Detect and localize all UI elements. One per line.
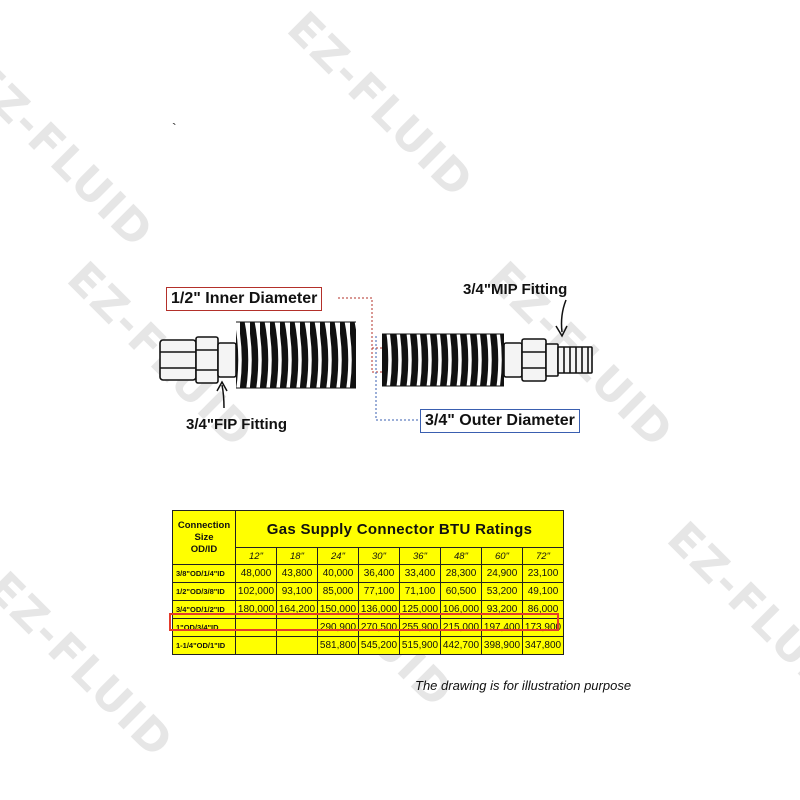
table-cell (235, 636, 277, 655)
table-row: 1-1/4"OD/1"ID 581,800 545,200 515,900 44… (172, 636, 564, 655)
table-cell: 398,900 (481, 636, 523, 655)
table-cell: 197,400 (481, 618, 523, 637)
mip-fitting-label: 3/4"MIP Fitting (463, 281, 568, 298)
table-cell: 347,800 (522, 636, 564, 655)
table-cell: 77,100 (358, 582, 400, 601)
table-cell: 515,900 (399, 636, 441, 655)
table-cell: 28,300 (440, 564, 482, 583)
table-cell: 106,000 (440, 600, 482, 619)
table-row: 3/8"OD/1/4"ID 48,000 43,800 40,000 36,40… (172, 564, 564, 583)
table-cell: 60,500 (440, 582, 482, 601)
inner-diameter-label: 1/2" Inner Diameter (166, 287, 323, 311)
length-header: 60" (481, 547, 523, 565)
table-cell: 255,900 (399, 618, 441, 637)
row-label: 1/2"OD/3/8"ID (172, 582, 236, 601)
mip-arrow (555, 299, 568, 338)
table-cell: 93,200 (481, 600, 523, 619)
connection-size-header: Connection Size OD/ID (172, 510, 236, 565)
table-cell: 40,000 (317, 564, 359, 583)
table-cell (276, 636, 318, 655)
fip-fitting (159, 336, 237, 384)
length-header: 24" (317, 547, 359, 565)
row-label: 3/4"OD/1/2"ID (172, 600, 236, 619)
fip-arrow (216, 380, 228, 409)
hose-diagram (159, 297, 593, 421)
table-cell: 24,900 (481, 564, 523, 583)
table-cell: 150,000 (317, 600, 359, 619)
table-cell: 53,200 (481, 582, 523, 601)
length-header: 48" (440, 547, 482, 565)
btu-rating-table: Connection Size OD/ID Gas Supply Connect… (172, 510, 564, 655)
table-cell: 33,400 (399, 564, 441, 583)
row-label: 1"OD/3/4"ID (172, 618, 236, 637)
table-cell: 125,000 (399, 600, 441, 619)
table-cell: 85,000 (317, 582, 359, 601)
mip-fitting (503, 338, 593, 382)
table-cell: 86,000 (522, 600, 564, 619)
table-cell: 270,500 (358, 618, 400, 637)
table-cell: 102,000 (235, 582, 277, 601)
hose-right-segment (382, 333, 504, 387)
table-cell: 136,000 (358, 600, 400, 619)
table-title: Gas Supply Connector BTU Ratings (235, 510, 564, 548)
table-cell: 173,900 (522, 618, 564, 637)
table-cell: 48,000 (235, 564, 277, 583)
length-header: 30" (358, 547, 400, 565)
length-header: 18" (276, 547, 318, 565)
table-cell: 49,100 (522, 582, 564, 601)
inner-diameter-leader (338, 297, 382, 373)
tick-mark: ` (172, 120, 177, 136)
table-cell (235, 618, 277, 637)
table-cell: 215,000 (440, 618, 482, 637)
table-cell: 36,400 (358, 564, 400, 583)
table-cell: 23,100 (522, 564, 564, 583)
outer-diameter-label: 3/4" Outer Diameter (420, 409, 580, 433)
table-cell: 442,700 (440, 636, 482, 655)
length-header: 12" (235, 547, 277, 565)
table-cell: 71,100 (399, 582, 441, 601)
table-cell: 290,900 (317, 618, 359, 637)
table-cell: 545,200 (358, 636, 400, 655)
fip-fitting-label: 3/4"FIP Fitting (186, 416, 288, 433)
table-row-highlighted: 3/4"OD/1/2"ID 180,000 164,200 150,000 13… (172, 600, 564, 619)
table-row: 1/2"OD/3/8"ID 102,000 93,100 85,000 77,1… (172, 582, 564, 601)
hose-left-segment (236, 321, 356, 389)
table-row: 1"OD/3/4"ID 290,900 270,500 255,900 215,… (172, 618, 564, 637)
row-label: 3/8"OD/1/4"ID (172, 564, 236, 583)
watermark-text: EZ-FLUID (657, 512, 800, 719)
length-header: 36" (399, 547, 441, 565)
illustration-note: The drawing is for illustration purpose (415, 678, 632, 693)
table-cell: 164,200 (276, 600, 318, 619)
row-label: 1-1/4"OD/1"ID (172, 636, 236, 655)
table-cell: 581,800 (317, 636, 359, 655)
table-cell: 180,000 (235, 600, 277, 619)
table-cell: 93,100 (276, 582, 318, 601)
length-header: 72" (522, 547, 564, 565)
table-cell (276, 618, 318, 637)
table-cell: 43,800 (276, 564, 318, 583)
outer-diameter-leader (375, 336, 420, 421)
watermark-text: EZ-FLUID (0, 562, 184, 769)
